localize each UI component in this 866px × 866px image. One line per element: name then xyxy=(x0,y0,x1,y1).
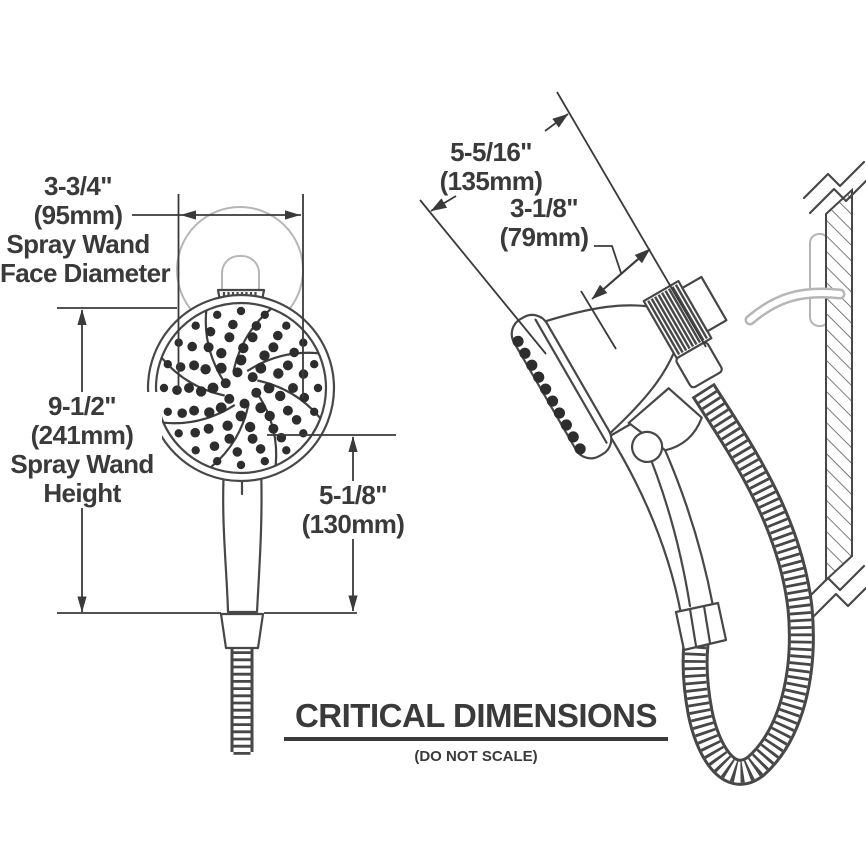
face-diameter-mm: (95mm) xyxy=(33,200,123,230)
wall-break-bottom xyxy=(802,564,866,604)
wand-height-mm: (241mm) xyxy=(30,420,134,450)
face-diameter-inches: 3-3/4" xyxy=(44,171,113,201)
spray-face-front xyxy=(146,293,336,483)
wand-handle-side xyxy=(608,412,728,652)
dim-face-diameter xyxy=(132,194,304,398)
overall-reach-mm: (135mm) xyxy=(439,166,543,196)
handle-length-inches: 5-1/8" xyxy=(319,480,388,510)
overall-reach-label: 5-5/16" (135mm) xyxy=(428,138,554,196)
mount-offset-label: 3-1/8" (79mm) xyxy=(486,194,602,252)
connector-collar xyxy=(681,275,728,333)
wand-handle-front xyxy=(222,466,263,614)
wand-height-label: 9-1/2" (241mm) Spray Wand Height xyxy=(2,392,162,508)
handle-length-label: 5-1/8" (130mm) xyxy=(300,481,406,539)
shower-arm xyxy=(744,287,846,326)
dimension-lines xyxy=(57,91,707,614)
spray-head-side xyxy=(510,275,728,464)
wand-height-inches: 9-1/2" xyxy=(48,391,117,421)
side-view-figure xyxy=(510,160,866,786)
wall xyxy=(802,160,866,620)
handle-hose-nut-front xyxy=(219,612,265,650)
spray-nozzles xyxy=(159,306,323,470)
overall-reach-inches: 5-5/16" xyxy=(450,137,532,167)
release-tab xyxy=(631,430,664,464)
mount-offset-mm: (79mm) xyxy=(499,222,589,252)
mount-offset-inches: 3-1/8" xyxy=(510,193,579,223)
dim-mount-offset xyxy=(580,245,651,350)
knurl-ribs xyxy=(647,284,708,356)
spray-face-side xyxy=(510,313,613,460)
dim-overall-reach xyxy=(419,91,707,355)
side-nozzles xyxy=(512,335,586,455)
handle-hose-nut xyxy=(674,601,728,652)
handle-length-mm: (130mm) xyxy=(301,509,405,539)
shower-hose xyxy=(681,382,815,786)
do-not-scale-note: (DO NOT SCALE) xyxy=(414,748,538,765)
diagram-title: CRITICAL DIMENSIONS xyxy=(284,698,668,741)
face-diameter-label: 3-3/4" (95mm) Spray Wand Face Diameter xyxy=(0,171,171,288)
title-underline xyxy=(284,737,668,741)
wall-break-top xyxy=(802,160,866,200)
